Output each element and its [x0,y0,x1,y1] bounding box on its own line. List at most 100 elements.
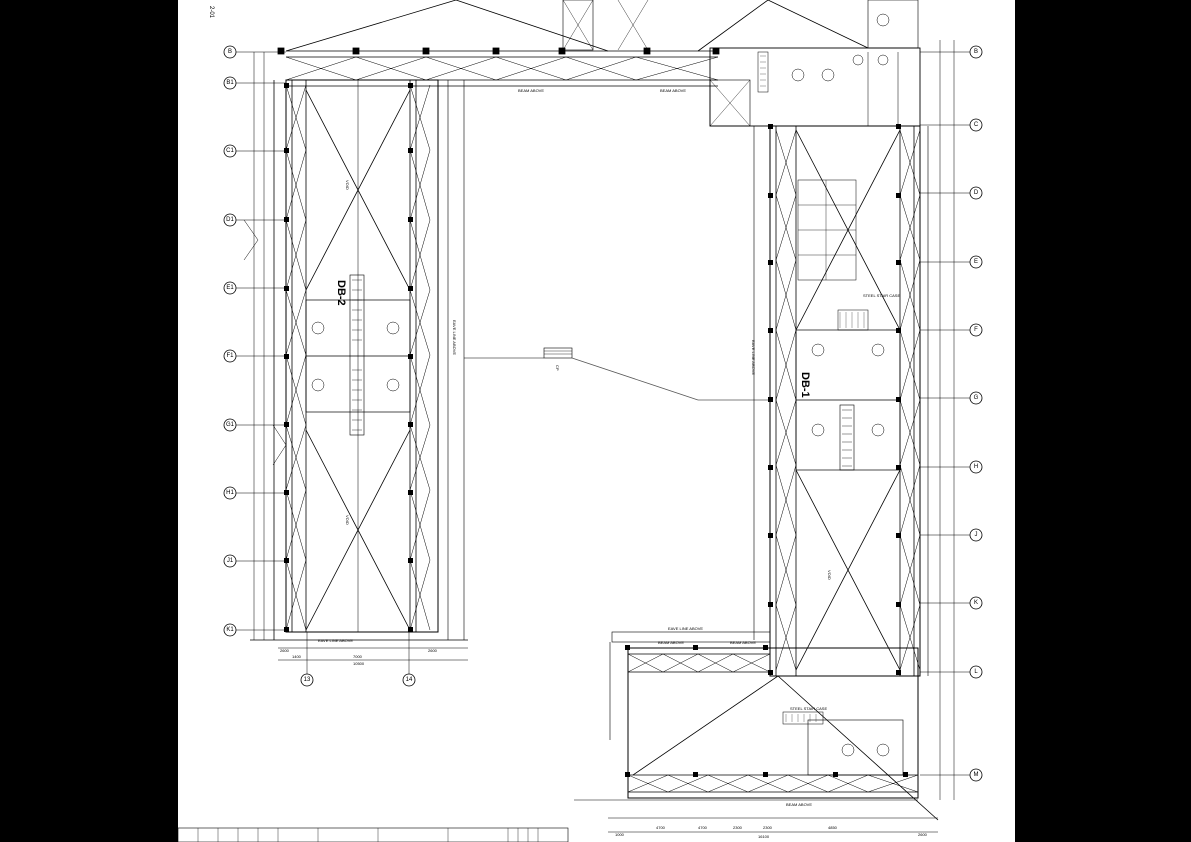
grid-bubble-label: F1 [226,353,234,359]
grid-bubble-circle [223,45,237,59]
grid-bubble-circle [969,665,983,679]
grid-bubble-circle [223,623,237,637]
dim-text: 2600 [280,648,290,653]
eave-line-label: EAVE LINE ABOVE [751,340,756,375]
dim-text: 4700 [656,825,666,830]
floor-plan: 2-01 BEAM ABOVE BEAM ABOVE [178,0,983,842]
sheet-code: 2-01 [208,6,214,19]
grid-bubble-label: H [974,464,978,470]
title-block [178,827,569,842]
grid-bubble-label: F [974,327,978,333]
grid-bubble-circle [223,486,237,500]
grid-bubble-label: K1 [226,627,234,633]
dim-text: 2300 [763,825,773,830]
eave-line-label: EAVE LINE ABOVE [668,626,703,631]
void-label: VOID [345,515,350,525]
grid-bubble-circle [969,255,983,269]
dim-text: 10500 [353,661,365,666]
dim-text: 4700 [698,825,708,830]
grid-bubble-circle [969,596,983,610]
grid-bubble: E [920,255,983,269]
dim-text: 16100 [758,834,770,839]
eave-line-label: EAVE LINE ABOVE [452,320,457,355]
grid-bubble-circle [969,391,983,405]
void-label: VOID [827,570,832,580]
grid-bubble-circle [969,118,983,132]
grid-bubble-circle [969,186,983,200]
grid-bubble-circle [969,460,983,474]
grid-bubble-circle [223,144,237,158]
cp-label: CP [555,365,560,371]
grid-bubbles-bottom: 13 14 [300,632,416,687]
right-dimension-chain: 1000 4700 4700 2300 2300 4850 2600 16100 [608,40,955,839]
grid-bubble: K1 [223,623,286,637]
grid-bubble: K [920,596,983,610]
grid-bubble-circle [223,554,237,568]
grid-bubble-label: C [974,122,979,128]
stair-label: STEEL STAIR CASE [790,706,827,711]
drawing-sheet: 2-01 BEAM ABOVE BEAM ABOVE [178,0,1015,842]
grid-bubble: 13 [300,632,314,687]
grid-bubble-circle [969,768,983,782]
grid-bubble: F [920,323,983,337]
grid-bubble: B [920,45,983,59]
grid-bubble-label: E [974,259,978,265]
top-beam-band: BEAM ABOVE BEAM ABOVE [277,0,869,93]
distribution-board-db2: DB-2 [335,280,347,306]
grid-bubble-circle [300,673,314,687]
grid-bubble-circle [969,323,983,337]
left-wing: DB-2 VOID VOID EAVE LINE ABOVE EAVE LINE… [243,79,468,643]
stair-label: STEEL STAIR CASE [863,293,900,298]
grid-bubble-label: D [974,190,979,196]
grid-bubble-circle [223,349,237,363]
grid-bubble-label: K [974,600,978,606]
dim-text: 2600 [428,648,438,653]
grid-bubble: B [223,45,286,59]
grid-bubble-label: G1 [226,422,235,428]
dim-text: 2300 [733,825,743,830]
grid-bubble-circle [969,45,983,59]
grid-bubble-circle [402,673,416,687]
center-link: CP [464,347,768,401]
grid-bubble-label: J1 [227,558,234,564]
grid-bubble: G [920,391,983,405]
grid-bubble-circle [223,213,237,227]
void-label: VOID [345,180,350,190]
grid-bubble: B1 [223,76,286,90]
grid-bubble: E1 [223,281,286,295]
grid-bubble: G1 [223,418,286,432]
grid-bubble-label: D1 [226,217,234,223]
grid-bubble: F1 [223,349,286,363]
grid-bubbles-right: B C D E F G H J K L M [920,45,983,782]
grid-bubble-label: M [974,772,979,778]
grid-bubble-label: J [975,532,978,538]
grid-bubble: J [920,528,983,542]
dim-text: 1000 [615,832,625,837]
beam-above-label: BEAM ABOVE [658,640,684,645]
grid-bubble-label: 13 [304,677,311,683]
grid-bubble-label: C1 [226,148,234,154]
grid-bubble: L [920,665,983,679]
grid-bubble: D [920,186,983,200]
grid-bubble: 14 [402,632,416,687]
grid-bubble-label: B1 [226,80,234,86]
beam-above-label: BEAM ABOVE [518,88,544,93]
beam-above-label: BEAM ABOVE [730,640,756,645]
left-dimension-chain: 2600 1400 7000 10500 2600 [253,52,468,666]
grid-bubble-circle [223,281,237,295]
right-wing: DB-1 STEEL STAIR CASE EAVE LINE ABOVE VO… [574,0,939,821]
grid-bubble: C [920,118,983,132]
grid-bubble-label: 14 [406,677,413,683]
grid-bubble-label: H1 [226,490,234,496]
grid-bubble-label: B [974,49,978,55]
dim-text: 2600 [918,832,928,837]
grid-bubble-circle [223,418,237,432]
grid-bubble: M [920,768,983,782]
grid-bubble: D1 [223,213,286,227]
grid-bubble: C1 [223,144,286,158]
beam-above-label: BEAM ABOVE [660,88,686,93]
dim-text: 4850 [828,825,838,830]
grid-bubble-circle [223,76,237,90]
dim-text: 7000 [353,654,363,659]
